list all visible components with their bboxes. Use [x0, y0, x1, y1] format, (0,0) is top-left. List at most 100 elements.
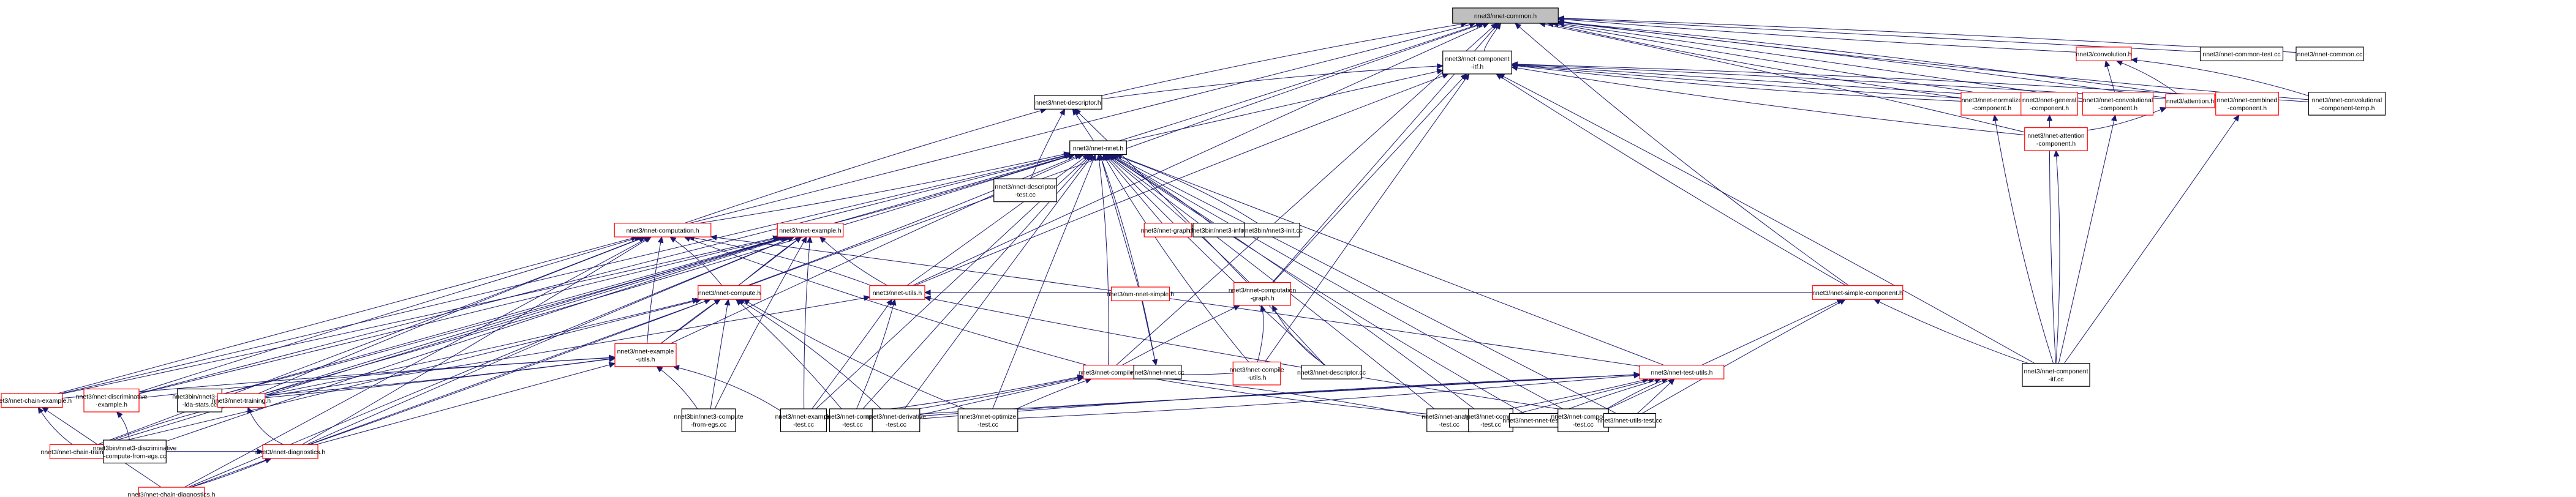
node-simple[interactable]: nnet3/nnet-simple-component.h: [1812, 285, 1904, 300]
node-convtemp[interactable]: nnet3/nnet-convolutional-component-temp.…: [2308, 92, 2386, 116]
node-acclda[interactable]: nnet3bin/nnet3-acc-lda-stats.cc: [172, 388, 227, 413]
node-computation[interactable]: nnet3/nnet-computation.h: [614, 222, 712, 237]
node-box: [993, 178, 1057, 203]
node-info[interactable]: nnet3bin/nnet3-info.cc: [1189, 222, 1252, 237]
node-attncomp[interactable]: nnet3/nnet-attention-component.h: [2024, 127, 2088, 151]
node-label: nnet3bin/nnet3-init.cc: [1241, 227, 1303, 234]
node-nnettest[interactable]: nnet3/nnet-nnet-test.cc: [1502, 413, 1569, 428]
node-computeegs[interactable]: nnet3bin/nnet3-compute-from-egs.cc: [674, 408, 744, 433]
node-combined[interactable]: nnet3/nnet-combined-component.h: [2215, 92, 2279, 116]
node-compiletest[interactable]: nnet3/nnet-compile-test.cc: [1463, 408, 1518, 433]
node-training[interactable]: nnet3/nnet-training.h: [212, 393, 271, 408]
node-exutils[interactable]: nnet3/nnet-example-utils.h: [614, 343, 677, 367]
node-label: nnet3/nnet-chain-example.h: [0, 397, 72, 405]
node-box: [1232, 361, 1281, 386]
node-label: nnet3/nnet-common-test.cc: [2202, 51, 2280, 58]
arrowhead-icon: [924, 290, 931, 296]
node-chainex[interactable]: nnet3/nnet-chain-example.h: [0, 393, 72, 408]
node-nnet[interactable]: nnet3/nnet-nnet.h: [1069, 140, 1127, 155]
node-opttest[interactable]: nnet3/nnet-optimize-test.cc: [957, 408, 1019, 433]
node-disccompute[interactable]: nnet3bin/nnet3-discriminative-compute-fr…: [93, 439, 177, 464]
node-label: -test.cc: [842, 421, 863, 428]
node-label: nnet3/nnet-descriptor: [995, 183, 1056, 190]
node-amsimple[interactable]: nnet3/am-nnet-simple.h: [1107, 286, 1174, 302]
node-label: nnet3/nnet-derivative: [866, 413, 926, 420]
node-label: nnet3/nnet-component: [1551, 413, 1615, 420]
node-commontest[interactable]: nnet3/nnet-common-test.cc: [2199, 47, 2284, 62]
edge-citfcc-to-citf: [1497, 73, 2035, 364]
node-nnetcc[interactable]: nnet3/nnet-nnet.cc: [1131, 364, 1184, 379]
edge-line: [812, 299, 893, 409]
edge-line: [1558, 18, 2077, 53]
edge-computation-to-common: [690, 21, 1477, 224]
arrowhead-icon: [37, 406, 44, 414]
node-compileutils[interactable]: nnet3/nnet-compile-utils.h: [1229, 361, 1284, 386]
node-init[interactable]: nnet3bin/nnet3-init.cc: [1241, 222, 1303, 237]
node-computetest[interactable]: nnet3/nnet-compute-test.cc: [824, 408, 881, 433]
node-common[interactable]: nnet3/nnet-common.h: [1452, 7, 1559, 24]
node-convcomp[interactable]: nnet3/nnet-convolutional-component.h: [2082, 92, 2154, 116]
arrowhead-icon: [710, 234, 717, 241]
edge-line: [1101, 23, 1467, 96]
node-compgraph[interactable]: nnet3/nnet-computation-graph.h: [1229, 282, 1296, 306]
node-utils[interactable]: nnet3/nnet-utils.h: [869, 285, 925, 300]
node-box: [2021, 92, 2078, 116]
edge-computation-to-descriptor: [684, 108, 1047, 224]
node-convolution[interactable]: nnet3/convolution.h: [2076, 47, 2132, 62]
node-graph[interactable]: nnet3/nnet-graph.h: [1141, 222, 1196, 237]
edge-citfcc-to-simple: [1873, 299, 2029, 364]
node-box: [1244, 222, 1300, 237]
node-testutils[interactable]: nnet3/nnet-test-utils.h: [1639, 364, 1725, 379]
edge-disccompute-to-diagnostics: [166, 448, 264, 455]
edge-line: [37, 407, 73, 445]
edge-line: [1108, 154, 1211, 223]
node-label: -component.h: [1972, 105, 2011, 112]
node-analyzetest[interactable]: nnet3/nnet-analyze-test.cc: [1422, 408, 1477, 433]
node-discex[interactable]: nnet3/nnet-discriminative-example.h: [76, 388, 148, 413]
node-label: nnet3/nnet-discriminative: [76, 394, 148, 401]
node-citfcc[interactable]: nnet3/nnet-component-itf.cc: [2022, 363, 2090, 387]
node-descriptor[interactable]: nnet3/nnet-descriptor.h: [1034, 95, 1102, 110]
edge-line: [1272, 305, 1326, 366]
node-box: [780, 408, 827, 433]
edge-line: [710, 299, 729, 409]
arrowhead-icon: [2233, 114, 2240, 122]
node-commoncc[interactable]: nnet3/nnet-common.cc: [2295, 47, 2364, 62]
edge-line: [862, 154, 1093, 409]
node-label: nnet3/nnet-analyze: [1422, 413, 1476, 420]
node-label: -component-temp.h: [2319, 105, 2375, 112]
edge-testutils-to-computation: [710, 234, 1640, 367]
node-label: -test.cc: [1573, 421, 1594, 428]
edge-line: [1110, 154, 1563, 409]
node-compute[interactable]: nnet3/nnet-compute.h: [698, 285, 761, 300]
node-example[interactable]: nnet3/nnet-example.h: [777, 222, 844, 237]
node-extest[interactable]: nnet3/nnet-example-test.cc: [775, 408, 832, 433]
node-label: nnet3/nnet-chain-training.h: [41, 449, 118, 456]
node-box: [103, 439, 167, 464]
node-label: nnet3/nnet-convolutional: [2083, 97, 2153, 104]
arrowhead-icon: [1272, 304, 1278, 312]
node-attention[interactable]: nnet3/attention.h: [2165, 93, 2215, 108]
node-normalize[interactable]: nnet3/nnet-normalize-component.h: [1960, 92, 2023, 116]
node-label: nnet3/nnet-example: [617, 348, 674, 356]
edge-line: [647, 236, 662, 344]
node-chaindiag[interactable]: nnet3/nnet-chain-diagnostics.h: [127, 487, 216, 497]
edge-convtemp-to-convolution: [2130, 57, 2309, 97]
node-general[interactable]: nnet3/nnet-general-component.h: [2021, 92, 2078, 116]
node-label: nnet3/nnet-example.h: [779, 227, 842, 234]
node-box: [1233, 282, 1291, 306]
edge-line: [315, 363, 616, 445]
node-utilstest[interactable]: nnet3/nnet-utils-test.cc: [1597, 413, 1662, 428]
node-label: -test.cc: [1015, 191, 1036, 198]
edge-line: [1104, 154, 1162, 223]
edge-line: [1558, 21, 2309, 100]
node-desccc[interactable]: nnet3/nnet-descriptor.cc: [1297, 364, 1366, 379]
node-desctest[interactable]: nnet3/nnet-descriptor-test.cc: [993, 178, 1057, 203]
node-diagnostics[interactable]: nnet3/nnet-diagnostics.h: [255, 444, 326, 459]
arrowhead-icon: [2046, 114, 2053, 121]
node-derivtest[interactable]: nnet3/nnet-derivative-test.cc: [866, 408, 926, 433]
node-compile[interactable]: nnet3/nnet-compile.h: [1079, 364, 1139, 379]
node-citf[interactable]: nnet3/nnet-component-itf.h: [1442, 50, 1512, 75]
node-chaintrain[interactable]: nnet3/nnet-chain-training.h: [41, 444, 118, 459]
edge-nnet-to-citf: [1126, 69, 1444, 142]
